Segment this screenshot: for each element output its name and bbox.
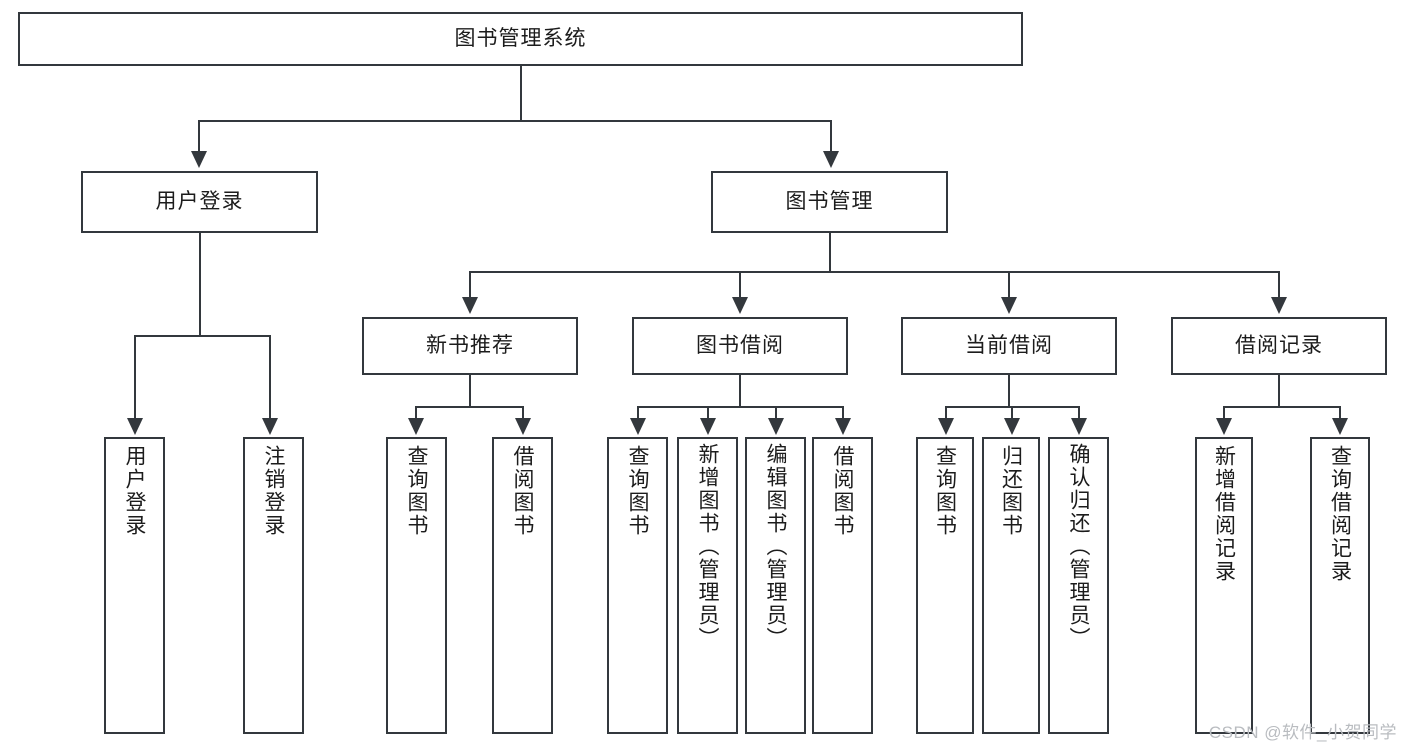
leaf-logout[interactable]: 注销登录: [243, 437, 304, 734]
arrowhead-cb-leaf-2: [1004, 418, 1020, 435]
leaf-cb-query-book[interactable]: 查询图书: [916, 437, 974, 734]
arrowhead-book-borrow: [732, 297, 748, 314]
connector-bb-leaf-1: [637, 406, 639, 420]
arrowhead-cb-leaf-3: [1071, 418, 1087, 435]
arrowhead-user-login: [191, 151, 207, 168]
connector-borrow-record-stem: [1278, 375, 1280, 407]
connector-current-borrow-stem: [1008, 375, 1010, 407]
connector-book-mgmt-stem: [829, 233, 831, 272]
connector-root-to-book-mgmt: [830, 120, 832, 153]
connector-root-bar: [198, 120, 832, 122]
arrowhead-leaf-logout: [262, 418, 278, 435]
leaf-cb-return-book[interactable]: 归还图书: [982, 437, 1040, 734]
connector-new-book-bar: [415, 406, 523, 408]
arrowhead-new-book: [462, 297, 478, 314]
node-user-login[interactable]: 用户登录: [81, 171, 318, 233]
connector-cb-leaf-3: [1078, 406, 1080, 420]
arrowhead-leaf-user-login: [127, 418, 143, 435]
node-borrow-record[interactable]: 借阅记录: [1171, 317, 1387, 375]
node-book-management[interactable]: 图书管理: [711, 171, 948, 233]
connector-root-stem: [520, 66, 522, 121]
connector-to-borrow-record: [1278, 271, 1280, 299]
connector-cb-leaf-1: [945, 406, 947, 420]
connector-new-book-stem: [469, 375, 471, 407]
connector-book-borrow-stem: [739, 375, 741, 407]
arrowhead-bb-leaf-1: [630, 418, 646, 435]
connector-to-book-borrow: [739, 271, 741, 299]
connector-level3-bar: [469, 271, 1280, 273]
arrowhead-nb-leaf-2: [515, 418, 531, 435]
connector-book-borrow-bar: [637, 406, 843, 408]
arrowhead-bb-leaf-3: [768, 418, 784, 435]
connector-br-leaf-2: [1339, 406, 1341, 420]
connector-new-book-leaf-1: [415, 406, 417, 420]
arrowhead-bb-leaf-4: [835, 418, 851, 435]
node-current-borrow[interactable]: 当前借阅: [901, 317, 1117, 375]
connector-root-to-user-login: [198, 120, 200, 153]
connector-user-login-leaf-1: [134, 335, 136, 420]
connector-bb-leaf-2: [707, 406, 709, 420]
connector-user-login-leaf-2: [269, 335, 271, 420]
connector-cb-leaf-2: [1011, 406, 1013, 420]
arrowhead-borrow-record: [1271, 297, 1287, 314]
node-book-borrow[interactable]: 图书借阅: [632, 317, 848, 375]
arrowhead-cb-leaf-1: [938, 418, 954, 435]
connector-user-login-bar: [134, 335, 270, 337]
connector-bb-leaf-3: [775, 406, 777, 420]
arrowhead-nb-leaf-1: [408, 418, 424, 435]
leaf-nb-borrow-book[interactable]: 借阅图书: [492, 437, 553, 734]
connector-user-login-stem: [199, 233, 201, 336]
leaf-br-query-record[interactable]: 查询借阅记录: [1310, 437, 1370, 734]
leaf-bb-edit-book-admin[interactable]: 编辑图书（管理员）: [745, 437, 806, 734]
leaf-user-login[interactable]: 用户登录: [104, 437, 165, 734]
node-new-book-recommend[interactable]: 新书推荐: [362, 317, 578, 375]
connector-bb-leaf-4: [842, 406, 844, 420]
connector-to-current-borrow: [1008, 271, 1010, 299]
leaf-bb-query-book[interactable]: 查询图书: [607, 437, 668, 734]
leaf-nb-query-book[interactable]: 查询图书: [386, 437, 447, 734]
arrowhead-book-mgmt: [823, 151, 839, 168]
connector-borrow-record-bar: [1223, 406, 1340, 408]
arrowhead-br-leaf-1: [1216, 418, 1232, 435]
connector-br-leaf-1: [1223, 406, 1225, 420]
arrowhead-current-borrow: [1001, 297, 1017, 314]
leaf-cb-confirm-return-admin[interactable]: 确认归还（管理员）: [1048, 437, 1109, 734]
leaf-bb-borrow-book[interactable]: 借阅图书: [812, 437, 873, 734]
leaf-bb-add-book-admin[interactable]: 新增图书（管理员）: [677, 437, 738, 734]
leaf-br-add-record[interactable]: 新增借阅记录: [1195, 437, 1253, 734]
arrowhead-bb-leaf-2: [700, 418, 716, 435]
connector-to-new-book: [469, 271, 471, 299]
arrowhead-br-leaf-2: [1332, 418, 1348, 435]
node-root-system[interactable]: 图书管理系统: [18, 12, 1023, 66]
connector-new-book-leaf-2: [522, 406, 524, 420]
